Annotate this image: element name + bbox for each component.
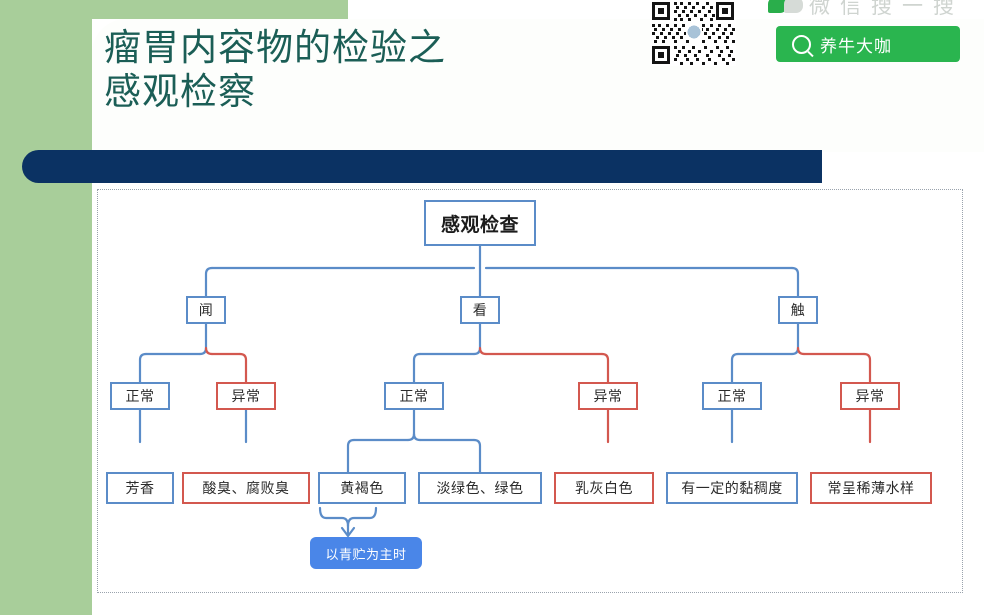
page-title: 瘤胃内容物的检验之 感观检察 xyxy=(104,26,446,113)
diagram-leaf-sour-putrid[interactable]: 酸臭、腐败臭 xyxy=(182,472,310,504)
qr-code-icon xyxy=(650,0,736,66)
wechat-bubble-icon xyxy=(768,0,787,13)
diagram-node-smell-abnormal[interactable]: 异常 xyxy=(216,382,276,410)
diagram-node-look[interactable]: 看 xyxy=(460,296,500,324)
wechat-search-header-label: 微信搜一搜 xyxy=(809,0,964,17)
wechat-search-label: 养牛大咖 xyxy=(820,36,892,56)
diagram-node-touch-normal[interactable]: 正常 xyxy=(702,382,762,410)
diagram-node-root[interactable]: 感观检查 xyxy=(424,200,536,246)
diagram-leaf-watery[interactable]: 常呈稀薄水样 xyxy=(810,472,932,504)
diagram-node-look-normal[interactable]: 正常 xyxy=(384,382,444,410)
navy-divider-bar xyxy=(22,150,822,183)
diagram-node-smell[interactable]: 闻 xyxy=(186,296,226,324)
search-icon xyxy=(792,34,811,54)
wechat-promo: 微信搜一搜 养牛大咖 xyxy=(648,0,984,70)
diagram-leaf-milky-gray-white[interactable]: 乳灰白色 xyxy=(554,472,654,504)
green-top-band xyxy=(0,0,348,19)
green-left-strip xyxy=(0,0,92,615)
diagram-leaf-aromatic[interactable]: 芳香 xyxy=(106,472,174,504)
diagram-canvas: 感观检查 闻 看 触 正常 异常 正常 异常 正常 异常 芳香 酸臭、腐败臭 黄… xyxy=(97,189,963,593)
diagram-node-look-abnormal[interactable]: 异常 xyxy=(578,382,638,410)
wechat-bubble-icon-secondary xyxy=(784,0,803,13)
diagram-leaf-yellow-brown[interactable]: 黄褐色 xyxy=(318,472,406,504)
diagram-node-touch[interactable]: 触 xyxy=(778,296,818,324)
diagram-note-silage[interactable]: 以青贮为主时 xyxy=(310,537,422,569)
diagram-leaf-viscous[interactable]: 有一定的黏稠度 xyxy=(666,472,798,504)
diagram-leaf-light-green[interactable]: 淡绿色、绿色 xyxy=(418,472,542,504)
diagram-node-smell-normal[interactable]: 正常 xyxy=(110,382,170,410)
wechat-search-button[interactable]: 养牛大咖 xyxy=(776,26,960,62)
diagram-connectors xyxy=(138,244,872,538)
diagram-node-touch-abnormal[interactable]: 异常 xyxy=(840,382,900,410)
wechat-search-header: 微信搜一搜 xyxy=(768,0,964,17)
